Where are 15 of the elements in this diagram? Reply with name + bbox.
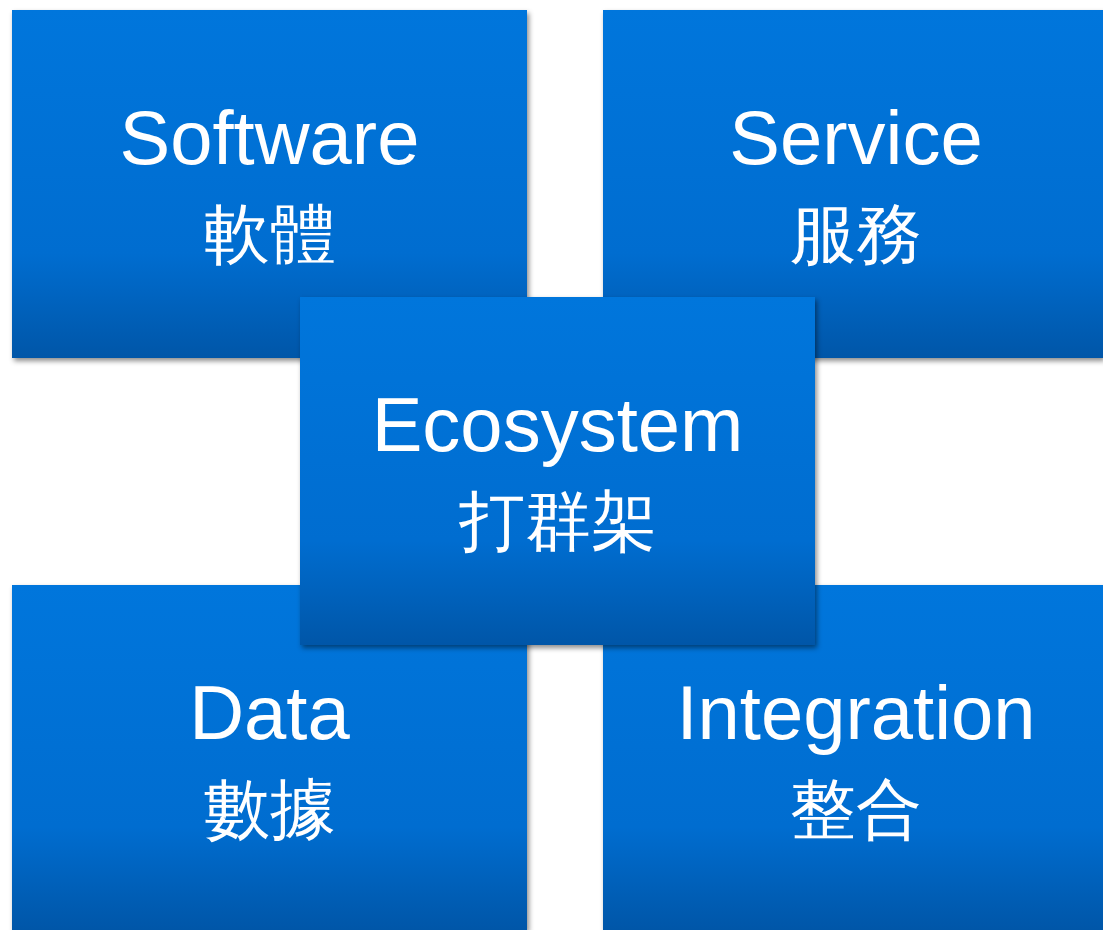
tile-title: Data <box>188 670 351 756</box>
tile-title: Service <box>728 95 984 181</box>
tile-subtitle: 數據 <box>202 770 337 850</box>
tile-subtitle: 軟體 <box>202 195 337 275</box>
tile <box>12 10 527 358</box>
tile <box>300 297 815 645</box>
tile <box>12 585 527 930</box>
tile-title: Ecosystem <box>370 382 745 468</box>
tile-subtitle: 打群架 <box>457 482 658 562</box>
tile-subtitle: 整合 <box>789 770 923 850</box>
tile <box>603 10 1103 358</box>
tile-subtitle: 服務 <box>789 195 923 275</box>
tile <box>603 585 1103 930</box>
tile-title: Integration <box>675 670 1037 756</box>
tile-title: Software <box>118 95 421 181</box>
